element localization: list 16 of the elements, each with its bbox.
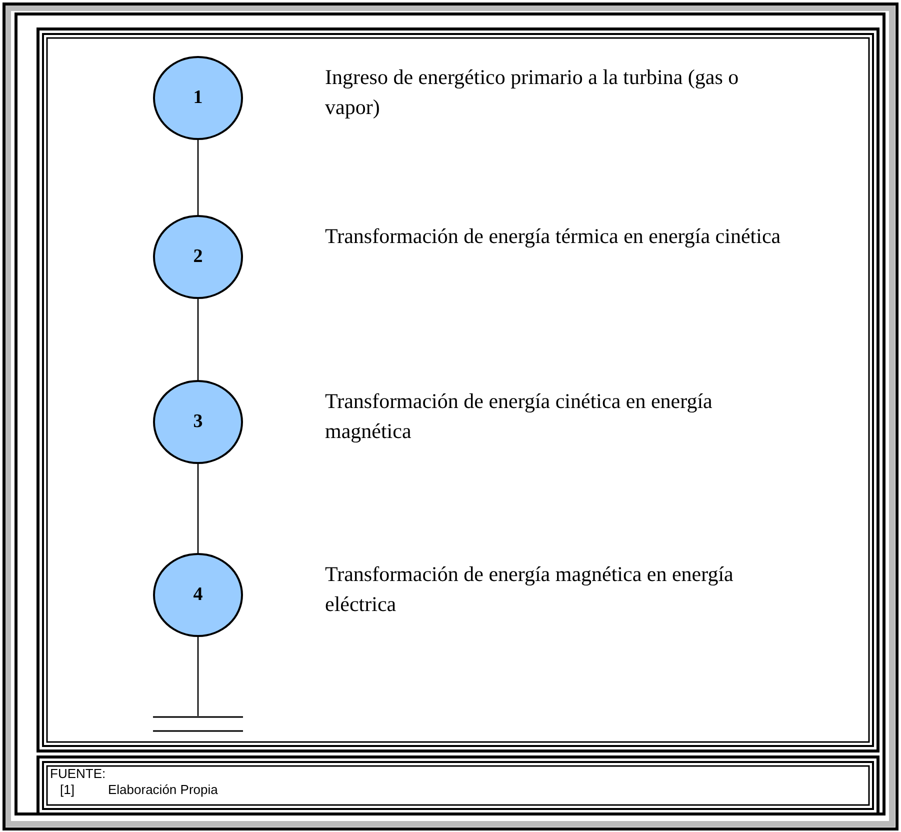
numbered-circle: 2 bbox=[153, 215, 243, 299]
source-heading: FUENTE: bbox=[50, 766, 106, 782]
step-description: Transformación de energía cinética en energía magnética bbox=[325, 388, 714, 445]
step-description: Ingreso de energético primario a la turbina (gas o vapor) bbox=[325, 64, 740, 121]
numbered-circle: 3 bbox=[153, 380, 243, 464]
connector-line bbox=[197, 299, 199, 380]
ground-symbol bbox=[153, 715, 243, 733]
step-description: Transformación de energía magnética en energía eléctrica bbox=[325, 561, 734, 618]
numbered-circle: 4 bbox=[153, 553, 243, 637]
connector-line bbox=[197, 464, 199, 553]
source-text: Elaboración Propia bbox=[108, 782, 218, 798]
step-description: Transformación de energía térmica en energía cinética bbox=[325, 223, 782, 250]
reference-number: [1] bbox=[60, 782, 74, 798]
connector-line bbox=[197, 637, 199, 716]
numbered-circle: 1 bbox=[153, 56, 243, 140]
connector-line bbox=[197, 140, 199, 215]
